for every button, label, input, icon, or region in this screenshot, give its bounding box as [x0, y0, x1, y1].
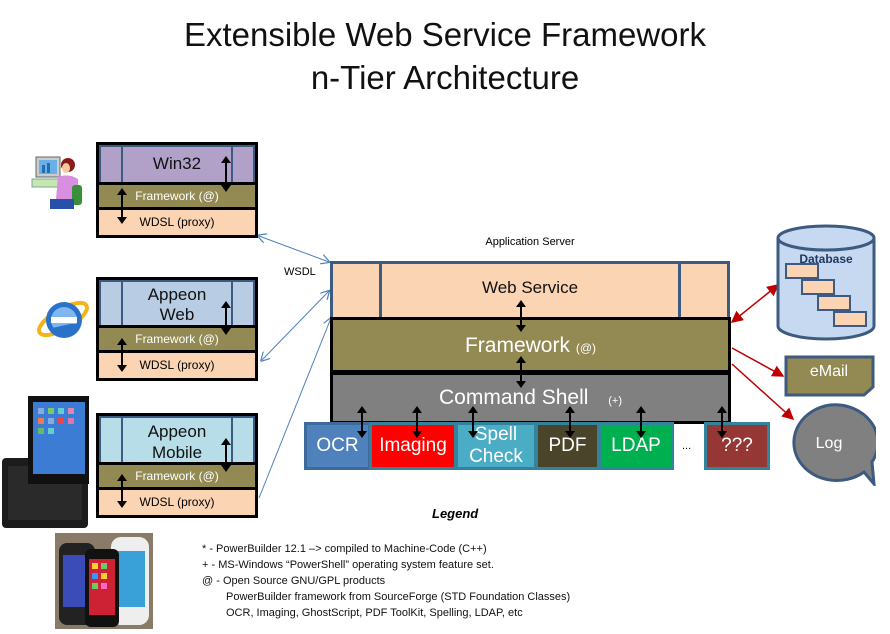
legend-item: @ - Open Source GNU/GPL products: [202, 575, 386, 587]
updown-arrow-icon: [221, 438, 231, 472]
log-connector: [731, 363, 795, 421]
log-callout-shape: [784, 402, 880, 489]
module-spell-check: Spell Check: [455, 422, 537, 470]
diagram-title-line2: n-Tier Architecture: [310, 59, 580, 96]
module-spell-label-line1: Spell: [474, 424, 518, 445]
module-imaging-label: Imaging: [379, 435, 447, 456]
legend-item: OCR, Imaging, GhostScript, PDF ToolKit, …: [226, 607, 523, 619]
module-ldap: LDAP: [598, 422, 674, 470]
updown-arrow-icon: [412, 406, 422, 438]
app-server-label: Application Server: [485, 236, 575, 248]
log-label: Log: [815, 435, 843, 452]
web-service-layer: Web Service: [330, 261, 730, 318]
server-framework-label: Framework: [464, 334, 570, 357]
updown-arrow-icon: [117, 338, 127, 372]
client-win32-layer: Win32: [99, 145, 255, 182]
web-service-label: Web Service: [481, 278, 579, 297]
updown-arrow-icon: [221, 156, 231, 192]
client-web-label-line1: Appeon: [147, 285, 207, 304]
updown-arrow-icon: [516, 356, 526, 388]
module-unknown: ???: [704, 422, 770, 470]
updown-arrow-icon: [117, 188, 127, 224]
wsdl-label: WSDL: [284, 266, 316, 278]
email-shape: [784, 355, 876, 397]
diagram-title-line1: Extensible Web Service Framework: [183, 16, 707, 53]
client-mobile-label-line1: Appeon: [147, 422, 207, 441]
server-framework-note: (@): [575, 341, 597, 355]
updown-arrow-icon: [516, 300, 526, 332]
database-icon: [776, 224, 876, 342]
client-win32-label: Win32: [152, 154, 202, 173]
smartphones-icon: [55, 533, 153, 629]
legend-item: PowerBuilder framework from SourceForge …: [226, 591, 571, 603]
updown-arrow-icon: [468, 406, 478, 438]
updown-arrow-icon: [221, 301, 231, 335]
wsdl-connector-web: [262, 291, 329, 360]
email-connector: [731, 347, 785, 377]
updown-arrow-icon: [717, 406, 727, 438]
database-label: Database: [799, 252, 853, 266]
internet-explorer-icon: [34, 290, 92, 346]
client-web-layer: Appeon Web: [99, 280, 255, 325]
wsdl-connector-mobile: [258, 318, 331, 499]
command-shell-note: (+): [608, 395, 622, 407]
server-framework-layer: Framework (@): [330, 317, 731, 373]
module-pdf: PDF: [535, 422, 600, 470]
client-mobile-label-line2: Mobile: [151, 443, 203, 462]
command-shell-label: Command Shell: [439, 386, 589, 409]
tablet-devices-icon: [2, 396, 90, 530]
client-win32-proxy: WDSL (proxy): [99, 210, 255, 235]
module-spell-label-line2: Check: [469, 446, 523, 467]
legend-item: + - MS-Windows “PowerShell” operating sy…: [202, 559, 494, 571]
updown-arrow-icon: [117, 474, 127, 508]
module-ocr-label: OCR: [316, 435, 359, 456]
client-web-label-line2: Web: [159, 305, 195, 324]
updown-arrow-icon: [565, 406, 575, 438]
updown-arrow-icon: [636, 406, 646, 438]
client-win32-framework: Framework (@): [99, 182, 255, 210]
client-mobile-layer: Appeon Mobile: [99, 416, 255, 462]
legend-item: * - PowerBuilder 12.1 –> compiled to Mac…: [202, 543, 487, 555]
module-unknown-label: ???: [721, 435, 753, 456]
command-shell-layer: Command Shell (+): [330, 372, 731, 424]
module-ldap-label: LDAP: [611, 435, 661, 456]
module-pdf-label: PDF: [548, 435, 587, 456]
user-at-computer-icon: [28, 155, 88, 213]
module-imaging: Imaging: [369, 422, 457, 470]
updown-arrow-icon: [357, 406, 367, 438]
wsdl-connector-win32: [259, 236, 329, 262]
client-web-stack: Appeon Web Framework (@) WDSL (proxy): [96, 277, 258, 381]
more-modules-ellipsis: ...: [682, 440, 692, 452]
db-connector: [730, 284, 780, 323]
client-win32-stack: Win32 Framework (@) WDSL (proxy): [96, 142, 258, 238]
email-label: eMail: [809, 363, 849, 380]
legend-title: Legend: [432, 506, 479, 521]
